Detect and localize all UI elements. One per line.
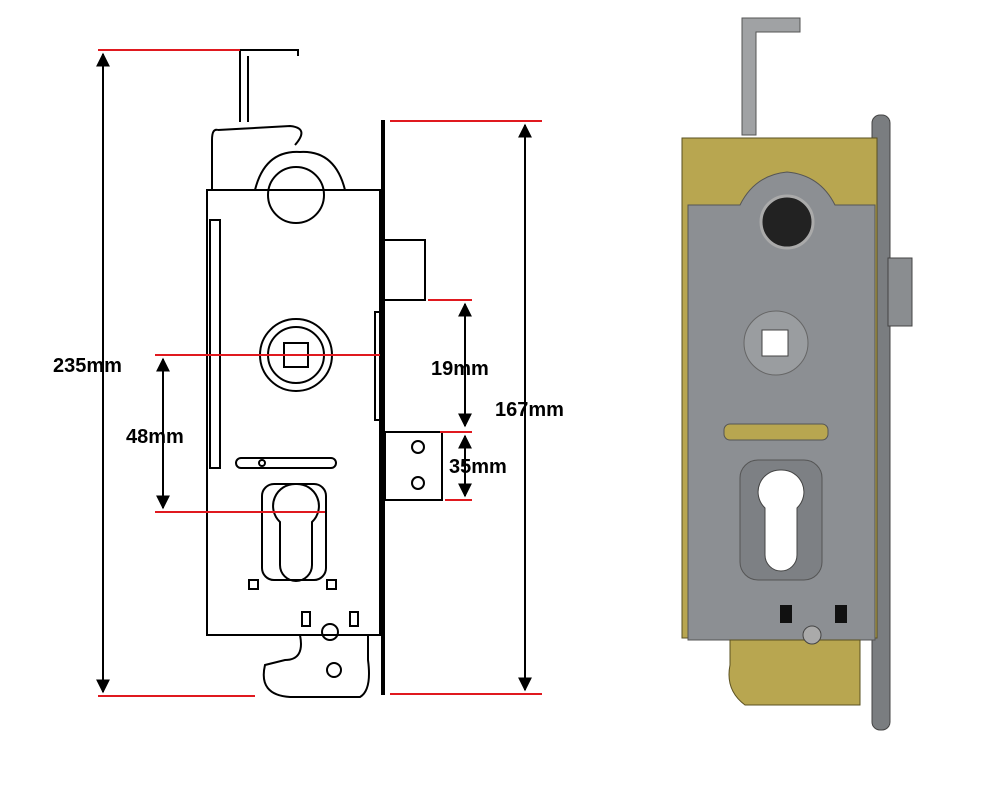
backset-label: 48mm — [126, 426, 184, 448]
dimension-reference-lines — [98, 49, 542, 697]
bolt-height-label: 35mm — [449, 456, 507, 478]
faceplate-height-label: 167mm — [495, 399, 564, 421]
latch-spindle-label: 19mm — [431, 358, 489, 380]
lock-photo — [681, 17, 913, 731]
lock-line-drawing — [206, 49, 443, 698]
overall-height-label: 235mm — [53, 355, 122, 377]
dimension-arrows — [96, 52, 532, 694]
